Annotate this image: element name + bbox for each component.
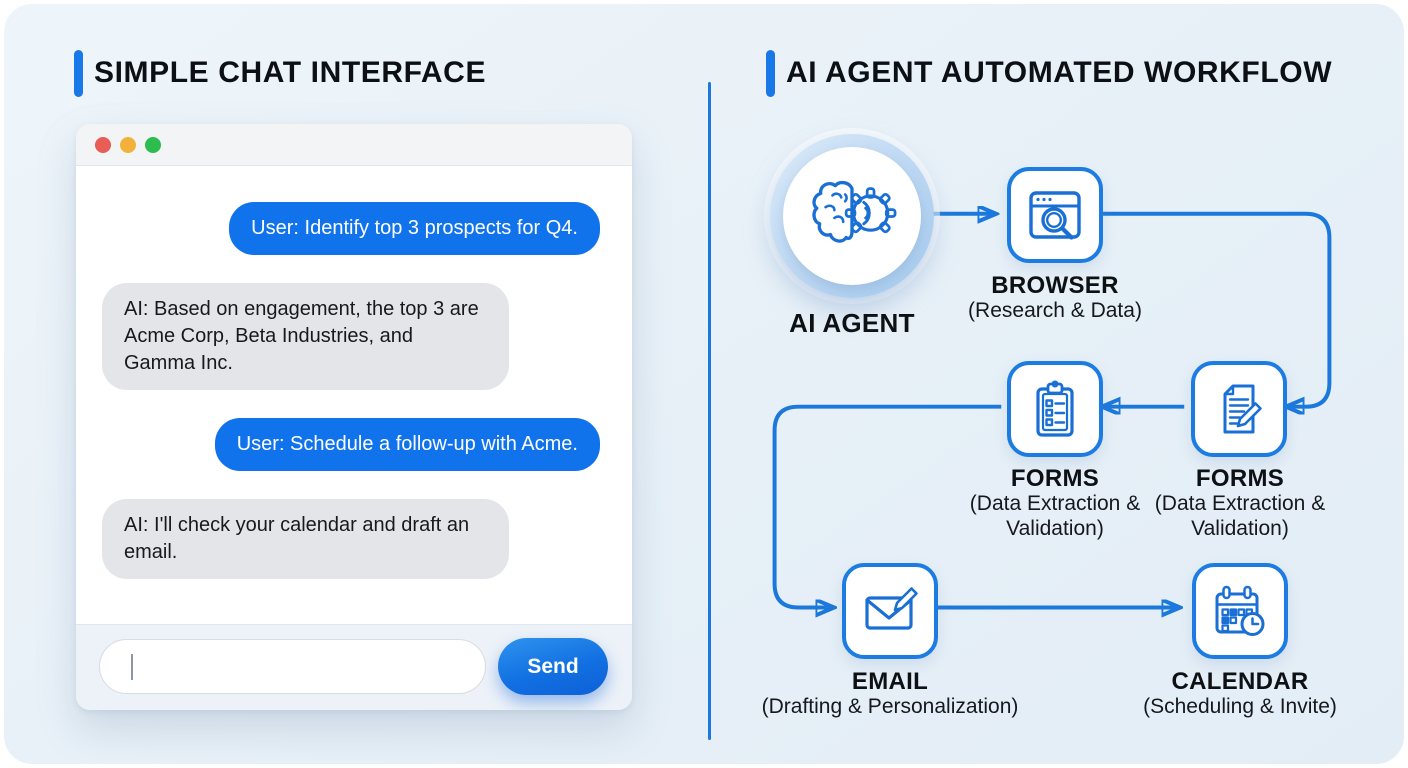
ai-agent-circle: [783, 147, 921, 285]
forms-left-label: FORMS: [1010, 465, 1100, 492]
clipboard-checklist-icon: [1036, 380, 1074, 437]
forms-right-node: [1191, 361, 1287, 457]
right-section-title: AI AGENT AUTOMATED WORKFLOW: [786, 56, 1333, 89]
message-input[interactable]: [99, 639, 486, 694]
chat-input-bar: Send: [76, 624, 632, 710]
calendar-label: CALENDAR: [1171, 668, 1309, 695]
chat-window: User: Identify top 3 prospects for Q4. A…: [76, 124, 632, 710]
ai-message-bubble: AI: Based on engagement, the top 3 are A…: [102, 283, 509, 390]
browser-node: [1007, 167, 1103, 263]
minimize-window-icon[interactable]: [120, 136, 136, 153]
browser-search-icon: [1029, 191, 1081, 240]
forms-right-label: FORMS: [1195, 465, 1285, 492]
chat-message-list: User: Identify top 3 prospects for Q4. A…: [76, 166, 632, 624]
email-node: [842, 563, 938, 659]
browser-label: BROWSER: [991, 272, 1119, 299]
canvas-background: SIMPLE CHAT INTERFACE User: Identify top…: [4, 4, 1404, 764]
forms-left-node: [1007, 361, 1103, 457]
left-section-title: SIMPLE CHAT INTERFACE: [94, 56, 487, 89]
envelope-pencil-icon: [865, 587, 918, 630]
email-sublabel: (Drafting & Personalization): [761, 695, 1019, 718]
right-title-accent-bar: [766, 50, 775, 97]
forms-right-sublabel: (Data Extraction & Validation): [1154, 492, 1326, 540]
panel-divider: [708, 82, 711, 740]
brain-gear-icon: [812, 180, 897, 243]
browser-sublabel: (Research & Data): [968, 299, 1142, 322]
calendar-clock-icon: [1215, 585, 1265, 636]
ai-message-bubble: AI: I'll check your calendar and draft a…: [102, 499, 509, 579]
zoom-window-icon[interactable]: [145, 136, 161, 153]
text-caret: [131, 654, 133, 680]
email-label: EMAIL: [851, 668, 929, 695]
send-button[interactable]: Send: [498, 638, 608, 695]
forms-left-sublabel: (Data Extraction & Validation): [969, 492, 1141, 540]
chat-window-titlebar: [76, 124, 632, 166]
user-message-bubble: User: Schedule a follow-up with Acme.: [214, 418, 600, 471]
left-title-accent-bar: [74, 50, 83, 97]
ai-agent-label: AI AGENT: [789, 308, 915, 338]
calendar-node: [1192, 563, 1288, 659]
document-pencil-icon: [1223, 384, 1262, 434]
user-message-bubble: User: Identify top 3 prospects for Q4.: [229, 202, 600, 255]
ai-agent-node: [770, 134, 934, 298]
close-window-icon[interactable]: [95, 136, 111, 153]
calendar-sublabel: (Scheduling & Invite): [1143, 695, 1337, 718]
